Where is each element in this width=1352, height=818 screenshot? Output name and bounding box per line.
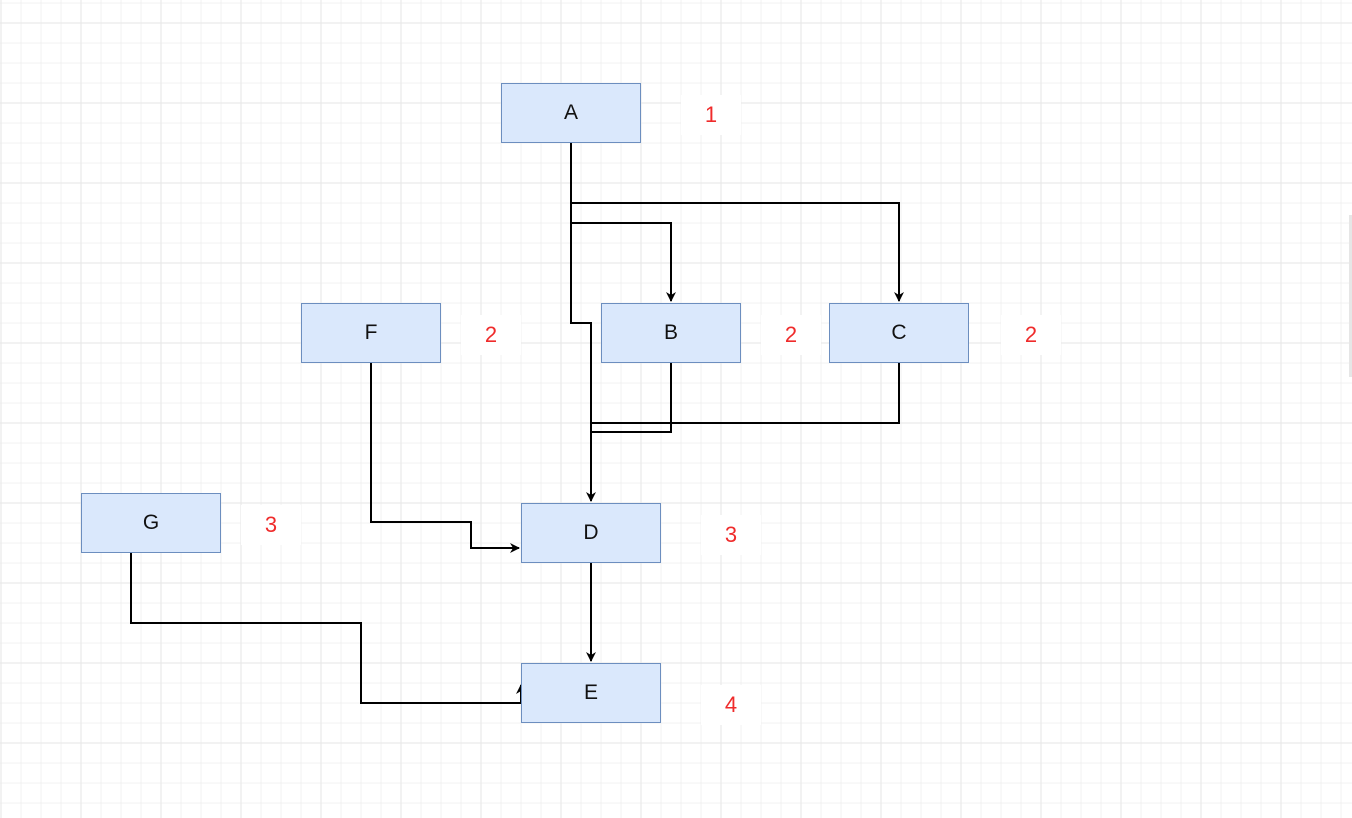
level-label-g[interactable]: 3	[241, 505, 301, 545]
level-label-a[interactable]: 1	[681, 95, 741, 135]
edge-a-to-b[interactable]	[571, 222, 676, 302]
edge-a-to-c[interactable]	[571, 202, 904, 302]
level-a-value: 1	[704, 102, 718, 127]
level-b-value: 2	[784, 322, 798, 347]
node-b-label: B	[663, 321, 678, 344]
level-e-value: 4	[724, 692, 738, 717]
level-d-value: 3	[724, 522, 738, 547]
level-label-b[interactable]: 2	[761, 315, 821, 355]
level-label-f[interactable]: 2	[461, 315, 521, 355]
level-label-c[interactable]: 2	[1001, 315, 1061, 355]
edge-f-to-d[interactable]	[370, 363, 520, 553]
node-f-label: F	[364, 321, 378, 344]
edge-a-to-d[interactable]	[570, 143, 596, 502]
vertical-scrollbar[interactable]	[1349, 215, 1352, 377]
node-a[interactable]: A	[501, 83, 641, 143]
node-b[interactable]: B	[601, 303, 741, 363]
level-c-value: 2	[1024, 322, 1038, 347]
node-f[interactable]: F	[301, 303, 441, 363]
level-label-d[interactable]: 3	[701, 515, 761, 555]
level-label-e[interactable]: 4	[701, 685, 761, 725]
edge-c-to-d[interactable]	[591, 363, 900, 424]
node-e-label: E	[583, 681, 598, 704]
node-e[interactable]: E	[521, 663, 661, 723]
level-g-value: 3	[264, 512, 278, 537]
node-a-label: A	[563, 101, 578, 124]
node-g[interactable]: G	[81, 493, 221, 553]
edge-b-to-d[interactable]	[591, 363, 672, 433]
level-f-value: 2	[484, 322, 498, 347]
node-d[interactable]: D	[521, 503, 661, 563]
node-c[interactable]: C	[829, 303, 969, 363]
node-c-label: C	[891, 321, 907, 344]
node-g-label: G	[142, 511, 160, 534]
node-d-label: D	[583, 521, 599, 544]
edge-g-to-e[interactable]	[130, 553, 526, 704]
